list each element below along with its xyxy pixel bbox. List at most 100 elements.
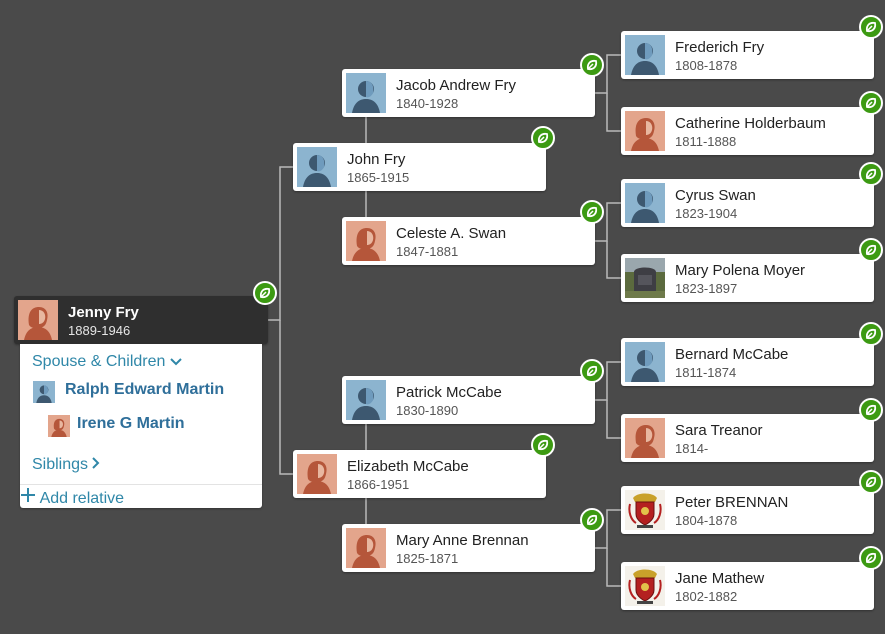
hint-leaf-icon[interactable] — [859, 162, 883, 186]
female-silhouette-icon — [297, 454, 337, 494]
person-dates: 1866-1951 — [347, 477, 410, 492]
hint-leaf-icon[interactable] — [253, 281, 277, 305]
male-silhouette-icon — [625, 183, 665, 223]
male-silhouette-icon — [346, 380, 386, 420]
coat-of-arms-icon — [625, 566, 665, 606]
person-name: Jane Mathew — [675, 570, 765, 587]
family-panel: Spouse & Children Ralph Edward Martin Ir… — [20, 344, 262, 508]
grandparent-card-mary-anne-brennan[interactable]: Mary Anne Brennan 1825-1871 — [342, 524, 595, 572]
female-silhouette-icon — [346, 221, 386, 261]
hint-leaf-icon[interactable] — [580, 53, 604, 77]
person-name: Peter BRENNAN — [675, 494, 789, 511]
person-name: Catherine Holderbaum — [675, 115, 826, 132]
connector-line — [606, 93, 621, 132]
hint-leaf-icon[interactable] — [580, 508, 604, 532]
person-name: Cyrus Swan — [675, 187, 756, 204]
person-dates: 1811-1874 — [675, 365, 737, 380]
person-name: Frederich Fry — [675, 39, 765, 56]
hint-leaf-icon[interactable] — [859, 15, 883, 39]
female-silhouette-icon — [48, 415, 70, 437]
great-grandparent-card-sara-treanor[interactable]: Sara Treanor 1814- — [621, 414, 874, 462]
plus-icon — [21, 488, 35, 502]
spouse-children-label: Spouse & Children — [32, 353, 166, 370]
great-grandparent-card-peter-brennan[interactable]: Peter BRENNAN 1804-1878 — [621, 486, 874, 534]
grandparent-card-jacob-andrew-fry[interactable]: Jacob Andrew Fry 1840-1928 — [342, 69, 595, 117]
connector-line — [606, 548, 621, 587]
grandparent-card-celeste-a-swan[interactable]: Celeste A. Swan 1847-1881 — [342, 217, 595, 265]
hint-leaf-icon[interactable] — [859, 238, 883, 262]
connector-line — [606, 400, 621, 439]
great-grandparent-card-cyrus-swan[interactable]: Cyrus Swan 1823-1904 — [621, 179, 874, 227]
coat-of-arms-icon — [625, 490, 665, 530]
grandparent-card-patrick-mccabe[interactable]: Patrick McCabe 1830-1890 — [342, 376, 595, 424]
great-grandparent-card-bernard-mccabe[interactable]: Bernard McCabe 1811-1874 — [621, 338, 874, 386]
person-dates: 1840-1928 — [396, 96, 459, 111]
connector-line — [268, 166, 293, 321]
connector-line — [606, 241, 621, 279]
person-dates: 1825-1871 — [396, 551, 459, 566]
hint-leaf-icon[interactable] — [580, 359, 604, 383]
person-name: Bernard McCabe — [675, 346, 789, 363]
hint-leaf-icon[interactable] — [859, 546, 883, 570]
female-silhouette-icon — [625, 111, 665, 151]
great-grandparent-card-jane-mathew[interactable]: Jane Mathew 1802-1882 — [621, 562, 874, 610]
root-person-card[interactable]: Jenny Fry 1889-1946 — [14, 296, 268, 344]
person-name: John Fry — [347, 151, 406, 168]
person-name: Mary Polena Moyer — [675, 262, 806, 279]
male-silhouette-icon — [625, 35, 665, 75]
siblings-label: Siblings — [32, 456, 89, 473]
male-silhouette-icon — [625, 342, 665, 382]
person-dates: 1802-1882 — [675, 589, 738, 604]
person-name: Mary Anne Brennan — [396, 532, 529, 549]
spouse-children-toggle[interactable]: Spouse & Children — [32, 353, 182, 371]
person-dates: 1804-1878 — [675, 513, 738, 528]
siblings-toggle[interactable]: Siblings — [32, 456, 100, 474]
connector-line — [595, 202, 621, 242]
person-dates: 1865-1915 — [347, 170, 410, 185]
connector-line — [279, 320, 293, 475]
great-grandparent-card-catherine-holderbaum[interactable]: Catherine Holderbaum 1811-1888 — [621, 107, 874, 155]
person-name: Patrick McCabe — [396, 384, 502, 401]
male-silhouette-icon — [33, 381, 55, 403]
person-dates: 1823-1897 — [675, 281, 738, 296]
person-dates: 1808-1878 — [675, 58, 738, 73]
great-grandparent-card-mary-polena-moyer[interactable]: Mary Polena Moyer 1823-1897 — [621, 254, 874, 302]
parent-card-john-fry[interactable]: John Fry 1865-1915 — [293, 143, 546, 191]
parent-card-elizabeth-mccabe[interactable]: Elizabeth McCabe 1866-1951 — [293, 450, 546, 498]
person-name: Jenny Fry — [68, 304, 139, 321]
female-silhouette-icon — [625, 418, 665, 458]
chevron-down-icon — [170, 358, 182, 366]
person-dates: 1847-1881 — [396, 244, 459, 259]
gravestone-photo-icon — [625, 258, 665, 298]
great-grandparent-card-frederich-fry[interactable]: Frederich Fry 1808-1878 — [621, 31, 874, 79]
panel-divider — [20, 484, 262, 485]
person-dates: 1811-1888 — [675, 134, 737, 149]
hint-leaf-icon[interactable] — [531, 433, 555, 457]
person-name: Celeste A. Swan — [396, 225, 507, 242]
female-silhouette-icon — [18, 300, 58, 340]
female-silhouette-icon — [346, 528, 386, 568]
hint-leaf-icon[interactable] — [580, 200, 604, 224]
hint-leaf-icon[interactable] — [859, 322, 883, 346]
hint-leaf-icon[interactable] — [531, 126, 555, 150]
male-silhouette-icon — [346, 73, 386, 113]
person-name: Elizabeth McCabe — [347, 458, 469, 475]
connector-line — [595, 509, 621, 549]
person-dates: 1814- — [675, 441, 709, 456]
relative-irene-g-martin[interactable]: Irene G Martin — [77, 415, 185, 432]
hint-leaf-icon[interactable] — [859, 470, 883, 494]
person-dates: 1889-1946 — [68, 323, 131, 338]
connector-line — [595, 54, 621, 94]
person-name: Sara Treanor — [675, 422, 763, 439]
hint-leaf-icon[interactable] — [859, 398, 883, 422]
person-dates: 1823-1904 — [675, 206, 738, 221]
connector-line — [595, 361, 621, 401]
add-relative-label: Add relative — [39, 490, 125, 507]
add-relative-button[interactable]: Add relative — [20, 487, 124, 508]
hint-leaf-icon[interactable] — [859, 91, 883, 115]
chevron-right-icon — [92, 457, 100, 469]
relative-ralph-edward-martin[interactable]: Ralph Edward Martin — [65, 381, 225, 398]
male-silhouette-icon — [297, 147, 337, 187]
person-dates: 1830-1890 — [396, 403, 459, 418]
